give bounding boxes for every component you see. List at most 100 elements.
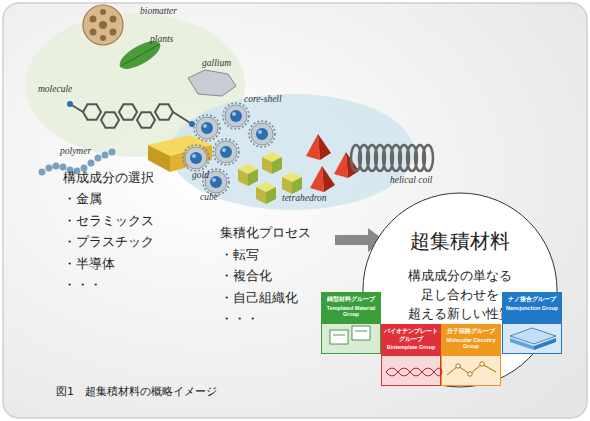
template-sheets: [330, 326, 370, 344]
illustration-part: [223, 103, 249, 129]
group-box: バイオテンプレート グループBiotemplate Group: [381, 324, 441, 386]
illustration-part: [101, 112, 119, 128]
green-halo: [25, 13, 245, 157]
illustration-part: [83, 104, 101, 120]
list-heading: 構成成分の選択: [63, 170, 154, 187]
illustration-part: [352, 326, 370, 340]
illustration-part: [102, 152, 109, 159]
illustration-part: [39, 169, 46, 176]
illustration-part: [170, 145, 212, 172]
component-label: gallium: [202, 58, 231, 68]
component-label: plants: [150, 34, 173, 44]
group-name: ナノ接合グループ: [505, 296, 559, 304]
group-name-english: Molecular Circuitry Group: [444, 337, 498, 349]
illustration-part: [333, 335, 345, 336]
concept-description: 構成成分の単なる 足し合わせを 超える新しい性質: [404, 266, 516, 323]
illustration-part: [534, 338, 556, 350]
group-name-english: Nanojunction Group: [505, 305, 559, 311]
circle-shape: [363, 193, 557, 387]
molecule: [67, 101, 195, 128]
group-box: 鋳型材料グループTemplated Material Group: [321, 292, 381, 354]
component-label: molecule: [38, 84, 72, 94]
illustration-part: [330, 330, 348, 344]
illustration-part: [137, 112, 155, 128]
list-heading: 集積化プロセス: [220, 225, 311, 242]
illustration-part: [256, 182, 276, 204]
concept-title: 超集積材料: [362, 228, 558, 255]
list-item: ・・・: [220, 311, 259, 328]
list-item: ・転写: [220, 247, 259, 264]
nanojunction-layers: [510, 328, 556, 350]
group-name-english: Biotemplate Group: [384, 344, 438, 350]
component-label: core-shell: [244, 94, 282, 104]
illustration-part: [456, 364, 460, 368]
frame: [3, 3, 587, 418]
illustration-part: [510, 328, 556, 344]
illustration-part: [110, 16, 117, 23]
illustration-part: [306, 134, 331, 160]
illustration-part: [447, 364, 496, 375]
lotus-root: [83, 5, 123, 45]
illustration-part: [90, 29, 97, 36]
list-item: ・複合化: [220, 268, 272, 285]
illustration-part: [480, 362, 484, 366]
component-label: polymer: [60, 146, 91, 156]
group-box: ナノ接合グループNanojunction Group: [502, 292, 562, 354]
figure-caption: 図1 超集積材料の概略イメージ: [56, 384, 217, 399]
illustration-part: [238, 164, 258, 186]
list-item: ・・・: [63, 277, 102, 294]
illustration-part: [249, 121, 275, 147]
illustration-part: [121, 44, 160, 66]
illustration-part: [468, 372, 472, 376]
illustration-part: [510, 338, 534, 350]
illustration-part: [60, 164, 67, 171]
helical-coil: [351, 145, 433, 171]
illustration-part: [173, 112, 192, 124]
illustration-part: [310, 166, 335, 192]
illustration-part: [194, 115, 220, 141]
illustration-part: [148, 145, 170, 172]
list-item: ・金属: [63, 191, 102, 208]
component-label: biomatter: [140, 6, 177, 16]
illustration-part: [386, 368, 442, 376]
core-shell-particles: [183, 103, 275, 195]
illustration-part: [109, 149, 116, 156]
illustration-part: [355, 331, 367, 332]
illustration-part: [119, 104, 137, 120]
group-name: バイオテンプレート グループ: [384, 328, 438, 343]
list-item: ・自己組織化: [220, 290, 298, 307]
illustration-part: [83, 5, 123, 45]
component-label: gold: [192, 170, 209, 180]
blue-halo: [170, 94, 414, 210]
component-label: tetrahedron: [282, 193, 327, 203]
gallium-chunk: [188, 70, 236, 96]
illustration-part: [334, 152, 359, 178]
component-label: cube: [200, 192, 218, 202]
illustration-part: [67, 101, 73, 107]
illustration-part: [95, 155, 102, 162]
illustration-part: [46, 165, 53, 172]
group-name: 鋳型材料グループ: [324, 296, 378, 304]
illustration-part: [262, 152, 282, 174]
group-box: 分子回路グループMolecular Circuitry Group: [441, 324, 501, 386]
illustration-part: [110, 29, 117, 36]
component-label: helical coil: [390, 175, 432, 185]
illustration-part: [53, 163, 60, 170]
illustration-part: [88, 160, 95, 167]
illustration-part: [99, 21, 107, 29]
list-item: ・プラスチック: [63, 234, 154, 251]
illustration-part: [100, 9, 106, 15]
illustration-part: [183, 145, 209, 171]
illustration-part: [423, 145, 433, 171]
illustration-part: [213, 139, 239, 165]
molecular-circuit: [447, 362, 496, 376]
list-item: ・半導体: [63, 256, 115, 273]
group-name-english: Templated Material Group: [324, 305, 378, 317]
dna-strands: [386, 368, 442, 376]
illustration-part: [386, 368, 442, 376]
illustration-part: [282, 172, 302, 194]
illustration-part: [155, 104, 173, 120]
illustration-part: [100, 35, 106, 41]
